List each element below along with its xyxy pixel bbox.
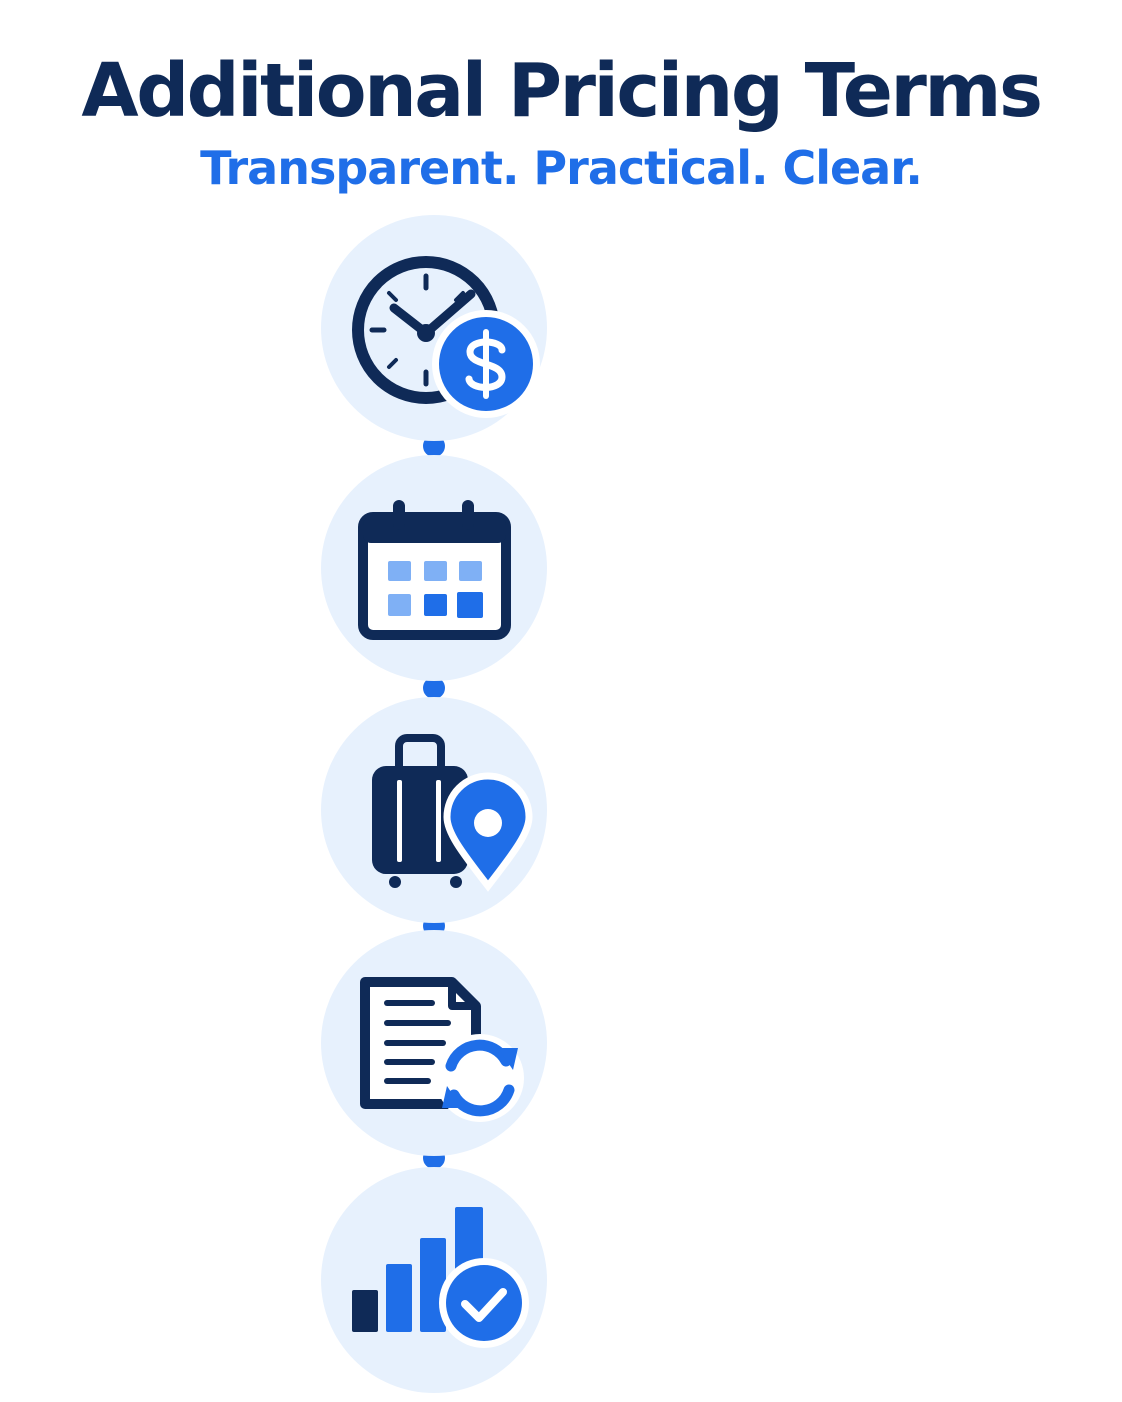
clock-dollar-icon bbox=[352, 256, 540, 418]
bar-chart-check-icon bbox=[352, 1207, 529, 1348]
step-1 bbox=[321, 215, 547, 441]
page-title: Additional Pricing Terms bbox=[81, 48, 1043, 134]
step-3 bbox=[321, 697, 547, 923]
calendar-icon bbox=[358, 500, 511, 640]
luggage-location-icon bbox=[372, 734, 533, 892]
step-5 bbox=[321, 1167, 547, 1393]
step-4 bbox=[321, 930, 547, 1156]
document-refresh-icon bbox=[360, 977, 524, 1122]
step-2 bbox=[321, 455, 547, 681]
page-subtitle: Transparent. Practical. Clear. bbox=[200, 141, 923, 195]
